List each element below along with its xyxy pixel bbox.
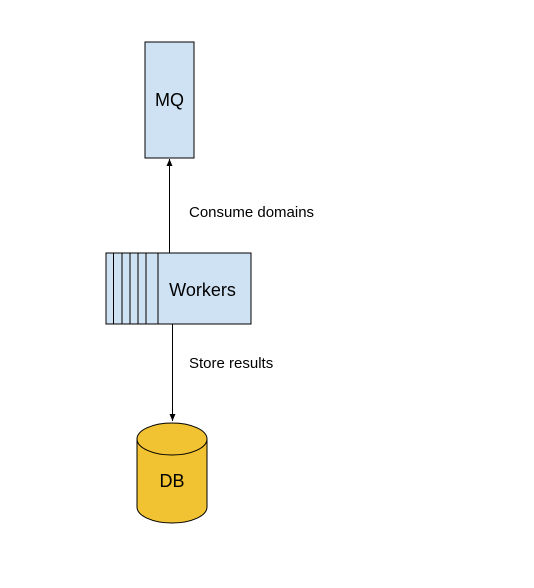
db-node: DB (136, 422, 208, 524)
mq-box (144, 41, 195, 159)
store-edge: Store results (169, 324, 273, 421)
consume-label: Consume domains (189, 204, 314, 221)
workers-label: Workers (169, 280, 236, 300)
store-label: Store results (189, 355, 273, 372)
mq-label: MQ (155, 90, 184, 110)
workers-node: Workers (105, 252, 252, 325)
db-cylinder-body (136, 422, 208, 524)
db-cylinder-rim (136, 438, 208, 456)
db-label: DB (159, 471, 184, 491)
mq-node: MQ (144, 41, 195, 159)
consume-edge: Consume domains (166, 159, 314, 253)
